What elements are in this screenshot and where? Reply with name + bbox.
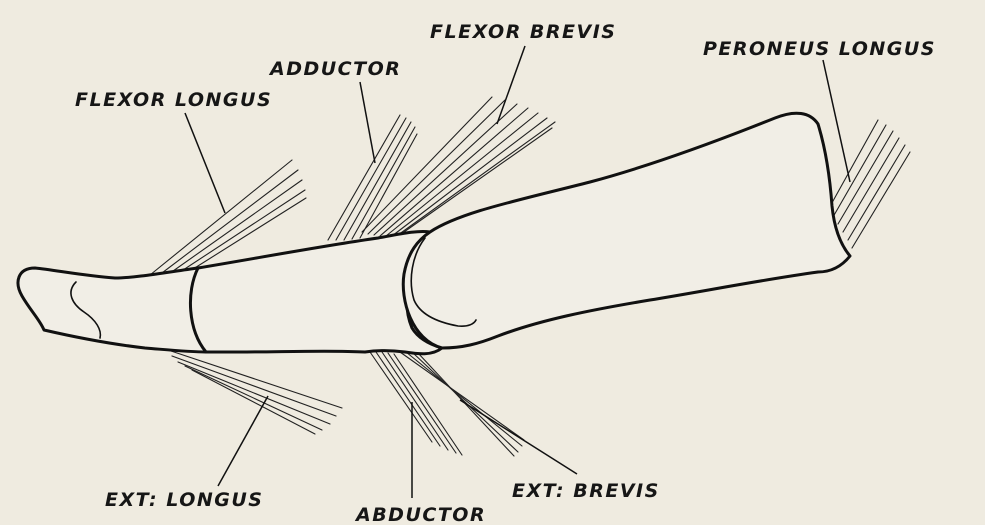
label-abductor: ABDUCTOR xyxy=(354,504,486,525)
distal-phalanx xyxy=(18,268,206,352)
abductor-lower-fibers xyxy=(370,352,462,455)
label-ext-brevis: EXT: BREVIS xyxy=(512,480,660,502)
leader-flexor-longus xyxy=(185,113,225,213)
first-metatarsal xyxy=(403,113,850,348)
ext-longus-fibers xyxy=(168,350,342,434)
ext-brevis-fibers xyxy=(400,352,524,456)
label-adductor: ADDUCTOR xyxy=(268,58,401,80)
label-flexor-brevis: FLEXOR BREVIS xyxy=(430,21,616,43)
leader-flexor-brevis xyxy=(497,46,525,124)
leader-adductor xyxy=(360,82,375,163)
label-flexor-longus: FLEXOR LONGUS xyxy=(75,89,272,111)
leader-ext-brevis xyxy=(460,400,577,474)
label-ext-longus: EXT: LONGUS xyxy=(105,489,263,511)
leader-ext-longus xyxy=(218,396,268,486)
label-peroneus-longus: PERONEUS LONGUS xyxy=(703,38,936,60)
